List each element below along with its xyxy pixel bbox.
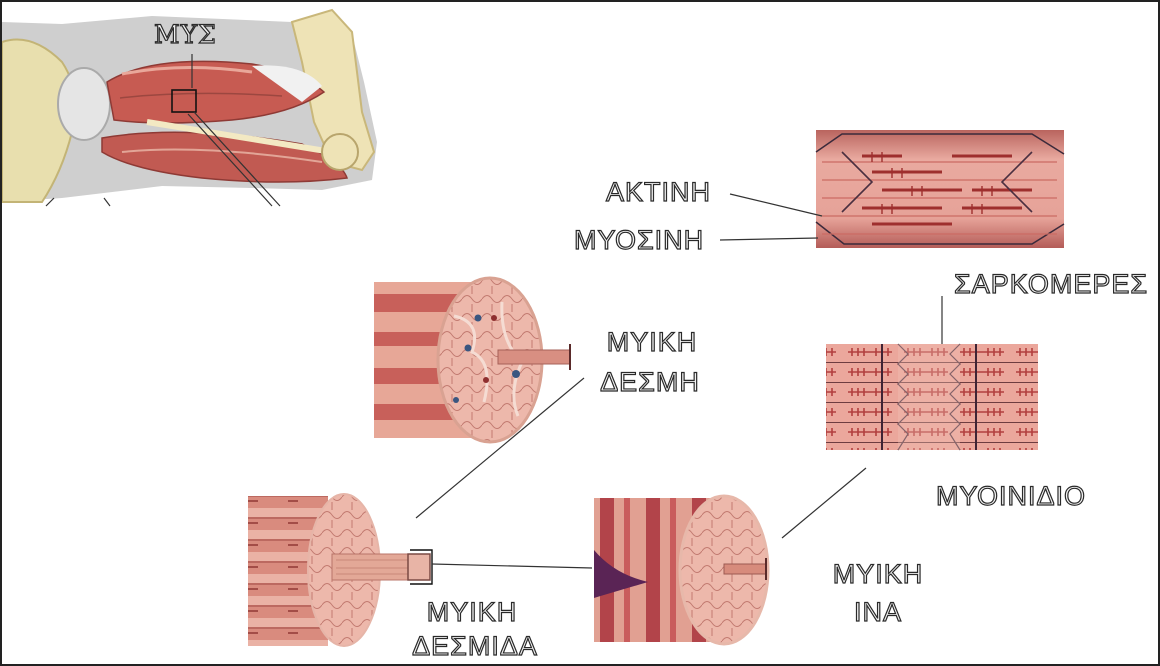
- label-muscle: ΜΥΣ: [154, 20, 217, 50]
- label-fiber-line1: ΜΥΙΚΗ: [824, 558, 932, 590]
- muscle-fiber-bundle-illustration: [248, 494, 432, 646]
- label-myosin: ΜΥΟΣΙΝΗ: [574, 224, 704, 256]
- label-fascicle-line1: ΜΥΙΚΗ: [598, 326, 706, 358]
- label-myofibril: ΜΥΟΙΝΙΔΙΟ: [936, 480, 1086, 512]
- label-bundle-line2: ΔΕΣΜΙΔΑ: [400, 630, 550, 662]
- label-fiber-line2: ΙΝΑ: [824, 596, 932, 628]
- myofibril-closeup: [826, 344, 1038, 450]
- muscle-fiber-illustration: [594, 496, 768, 644]
- label-actin: ΑΚΤΙΝΗ: [606, 176, 711, 208]
- label-fascicle-line2: ΔΕΣΜΗ: [586, 366, 714, 398]
- sarcomere-closeup: [816, 130, 1064, 248]
- muscle-fascicle-illustration: [374, 278, 570, 442]
- label-bundle-line1: ΜΥΙΚΗ: [418, 596, 526, 628]
- label-sarcomeres: ΣΑΡΚΟΜΕΡΕΣ: [954, 268, 1148, 300]
